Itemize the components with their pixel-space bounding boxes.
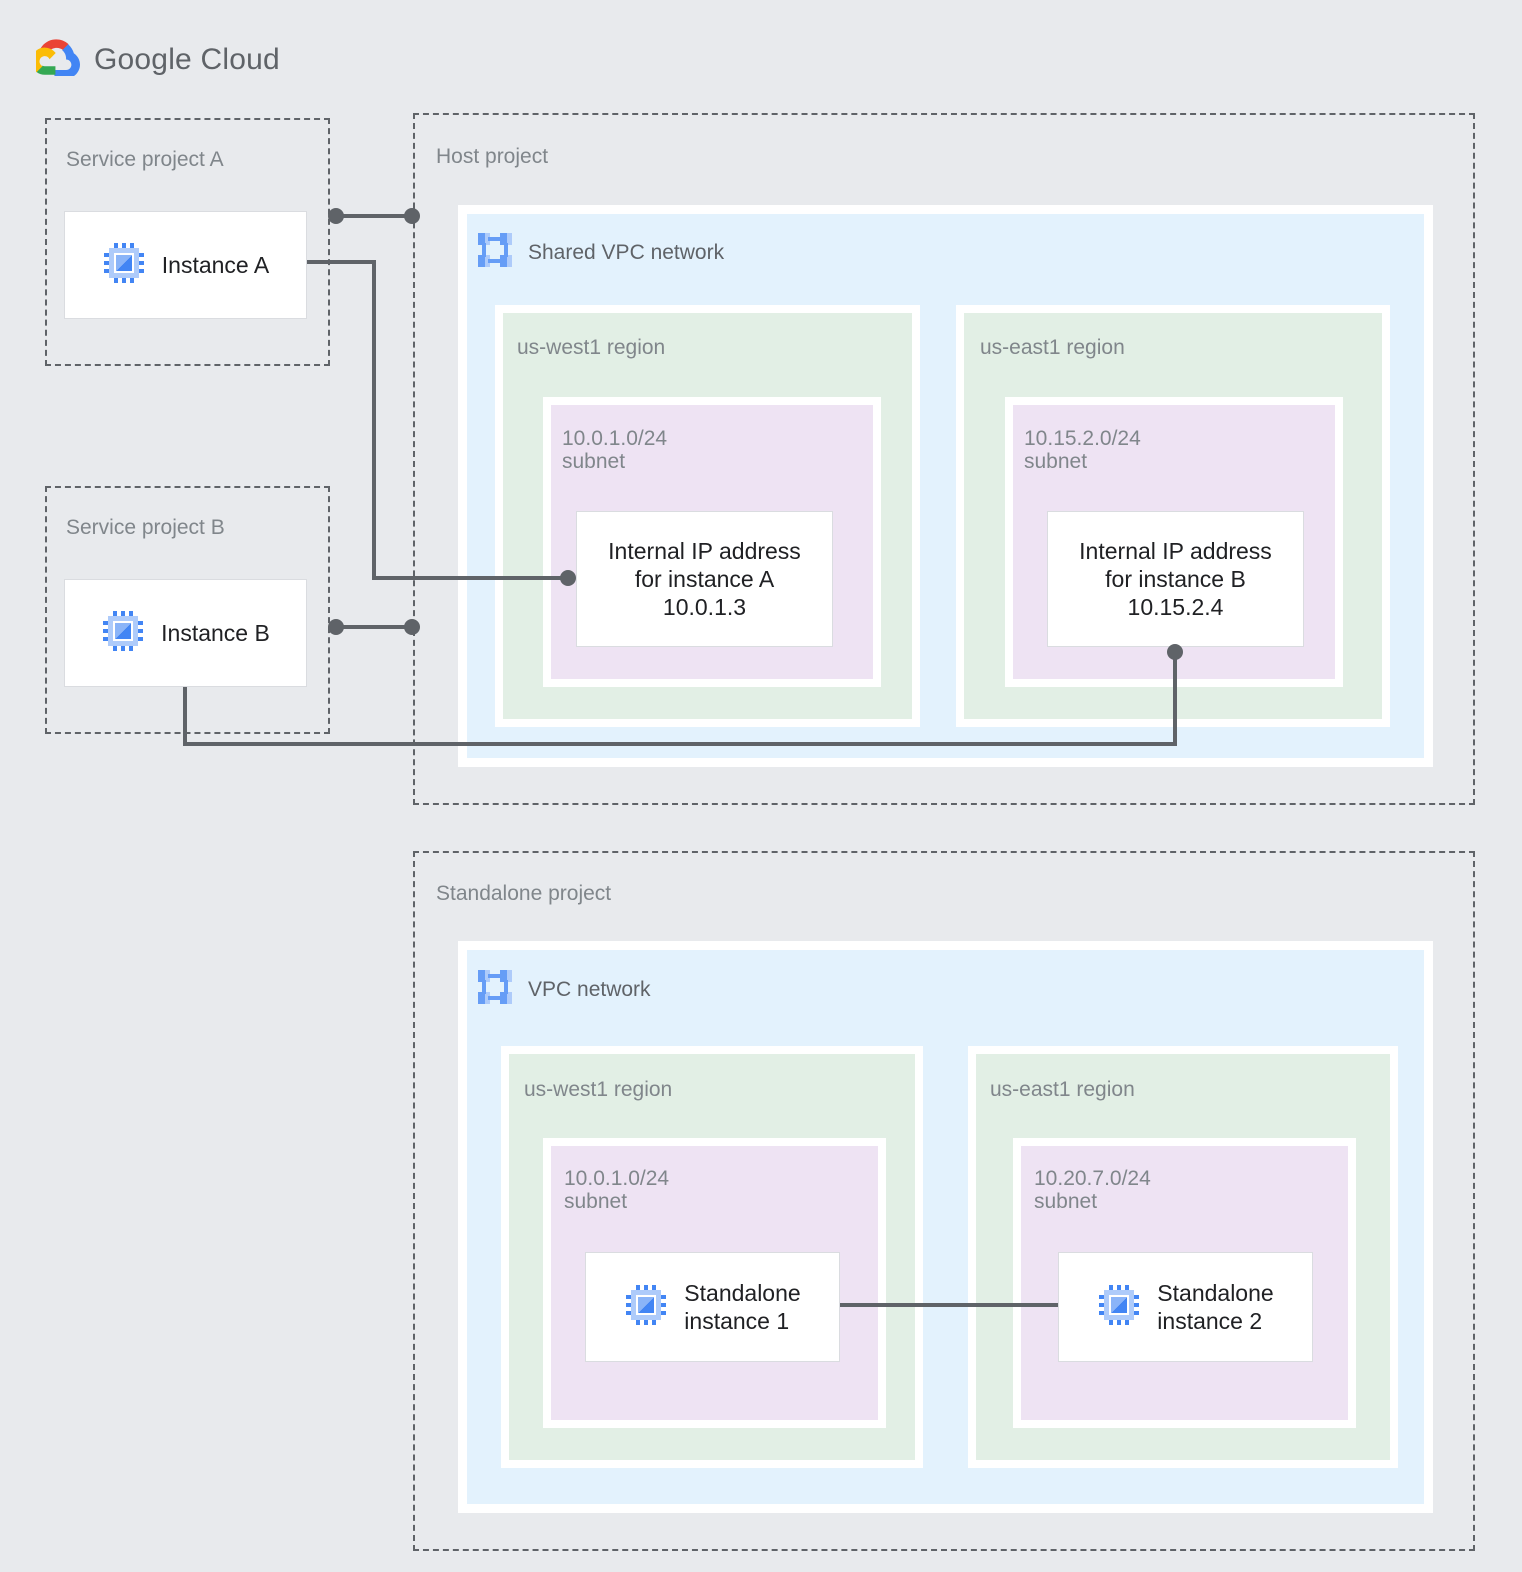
standalone-instance-1-label: Standalone instance 1 — [684, 1279, 801, 1334]
shared-vpc-network-label: Shared VPC network — [528, 240, 725, 264]
connector-instance-a-ip — [307, 260, 568, 580]
connector-dot-a-left — [328, 208, 344, 224]
host-project-container — [413, 113, 1475, 805]
connector-instance-b-ip — [183, 652, 1177, 746]
host-subnet-10-15-2-0-label: 10.15.2.0/24 subnet — [1024, 427, 1141, 473]
standalone-subnet-10-20-7-0-label: 10.20.7.0/24 subnet — [1034, 1167, 1151, 1213]
instance-a-label: Instance A — [161, 251, 270, 278]
connector-dot-ip-b — [1167, 644, 1183, 660]
service-project-b-container — [45, 486, 330, 734]
host-subnet-10-0-1-0-label: 10.0.1.0/24 subnet — [562, 427, 668, 473]
service-project-a-label: Service project A — [66, 148, 224, 171]
shared-vpc-network-header: Shared VPC network — [476, 231, 724, 274]
standalone-project-label: Standalone project — [436, 882, 612, 905]
compute-instance-icon — [624, 1283, 668, 1332]
instance-b-card[interactable]: Instance B — [64, 579, 307, 687]
brand-name-primary: Google — [94, 42, 192, 76]
connector-dot-a-right — [404, 208, 420, 224]
vpc-network-header: VPC network — [476, 968, 651, 1011]
internal-ip-instance-b-card[interactable]: Internal IP address for instance B 10.15… — [1047, 511, 1304, 647]
brand-title: Google Cloud — [94, 43, 280, 77]
service-project-b-label: Service project B — [66, 516, 225, 539]
vpc-network-label: VPC network — [528, 977, 651, 1001]
standalone-region-us-west1-label: us-west1 region — [524, 1078, 673, 1101]
host-region-us-west1-label: us-west1 region — [517, 336, 666, 359]
internal-ip-instance-a-text: Internal IP address for instance A 10.0.… — [608, 537, 801, 621]
compute-instance-icon — [101, 609, 145, 658]
host-region-us-east1-label: us-east1 region — [980, 336, 1125, 359]
compute-instance-icon — [1097, 1283, 1141, 1332]
internal-ip-instance-b-text: Internal IP address for instance B 10.15… — [1079, 537, 1272, 621]
host-project-label: Host project — [436, 145, 549, 168]
standalone-instance-1-card[interactable]: Standalone instance 1 — [585, 1252, 840, 1362]
connector-dot-ip-a — [560, 570, 576, 586]
compute-instance-icon — [102, 241, 146, 290]
standalone-instance-2-label: Standalone instance 2 — [1157, 1279, 1274, 1334]
standalone-subnet-10-0-1-0-label: 10.0.1.0/24 subnet — [564, 1167, 670, 1213]
connector-endpoints — [328, 208, 1183, 660]
google-cloud-logo-icon — [31, 38, 81, 81]
vpc-network-icon — [476, 968, 514, 1011]
instance-a-card[interactable]: Instance A — [64, 211, 307, 319]
standalone-region-us-east1-label: us-east1 region — [990, 1078, 1135, 1101]
instance-b-label: Instance B — [161, 619, 270, 646]
standalone-project-container — [413, 851, 1475, 1551]
standalone-instance-2-card[interactable]: Standalone instance 2 — [1058, 1252, 1313, 1362]
brand-name-secondary: Cloud — [200, 42, 280, 76]
connector-dot-b-right — [404, 619, 420, 635]
vpc-network-icon — [476, 231, 514, 274]
brand-header: Google Cloud — [31, 38, 280, 81]
internal-ip-instance-a-card[interactable]: Internal IP address for instance A 10.0.… — [576, 511, 833, 647]
connector-dot-b-left — [328, 619, 344, 635]
service-project-a-container — [45, 118, 330, 366]
